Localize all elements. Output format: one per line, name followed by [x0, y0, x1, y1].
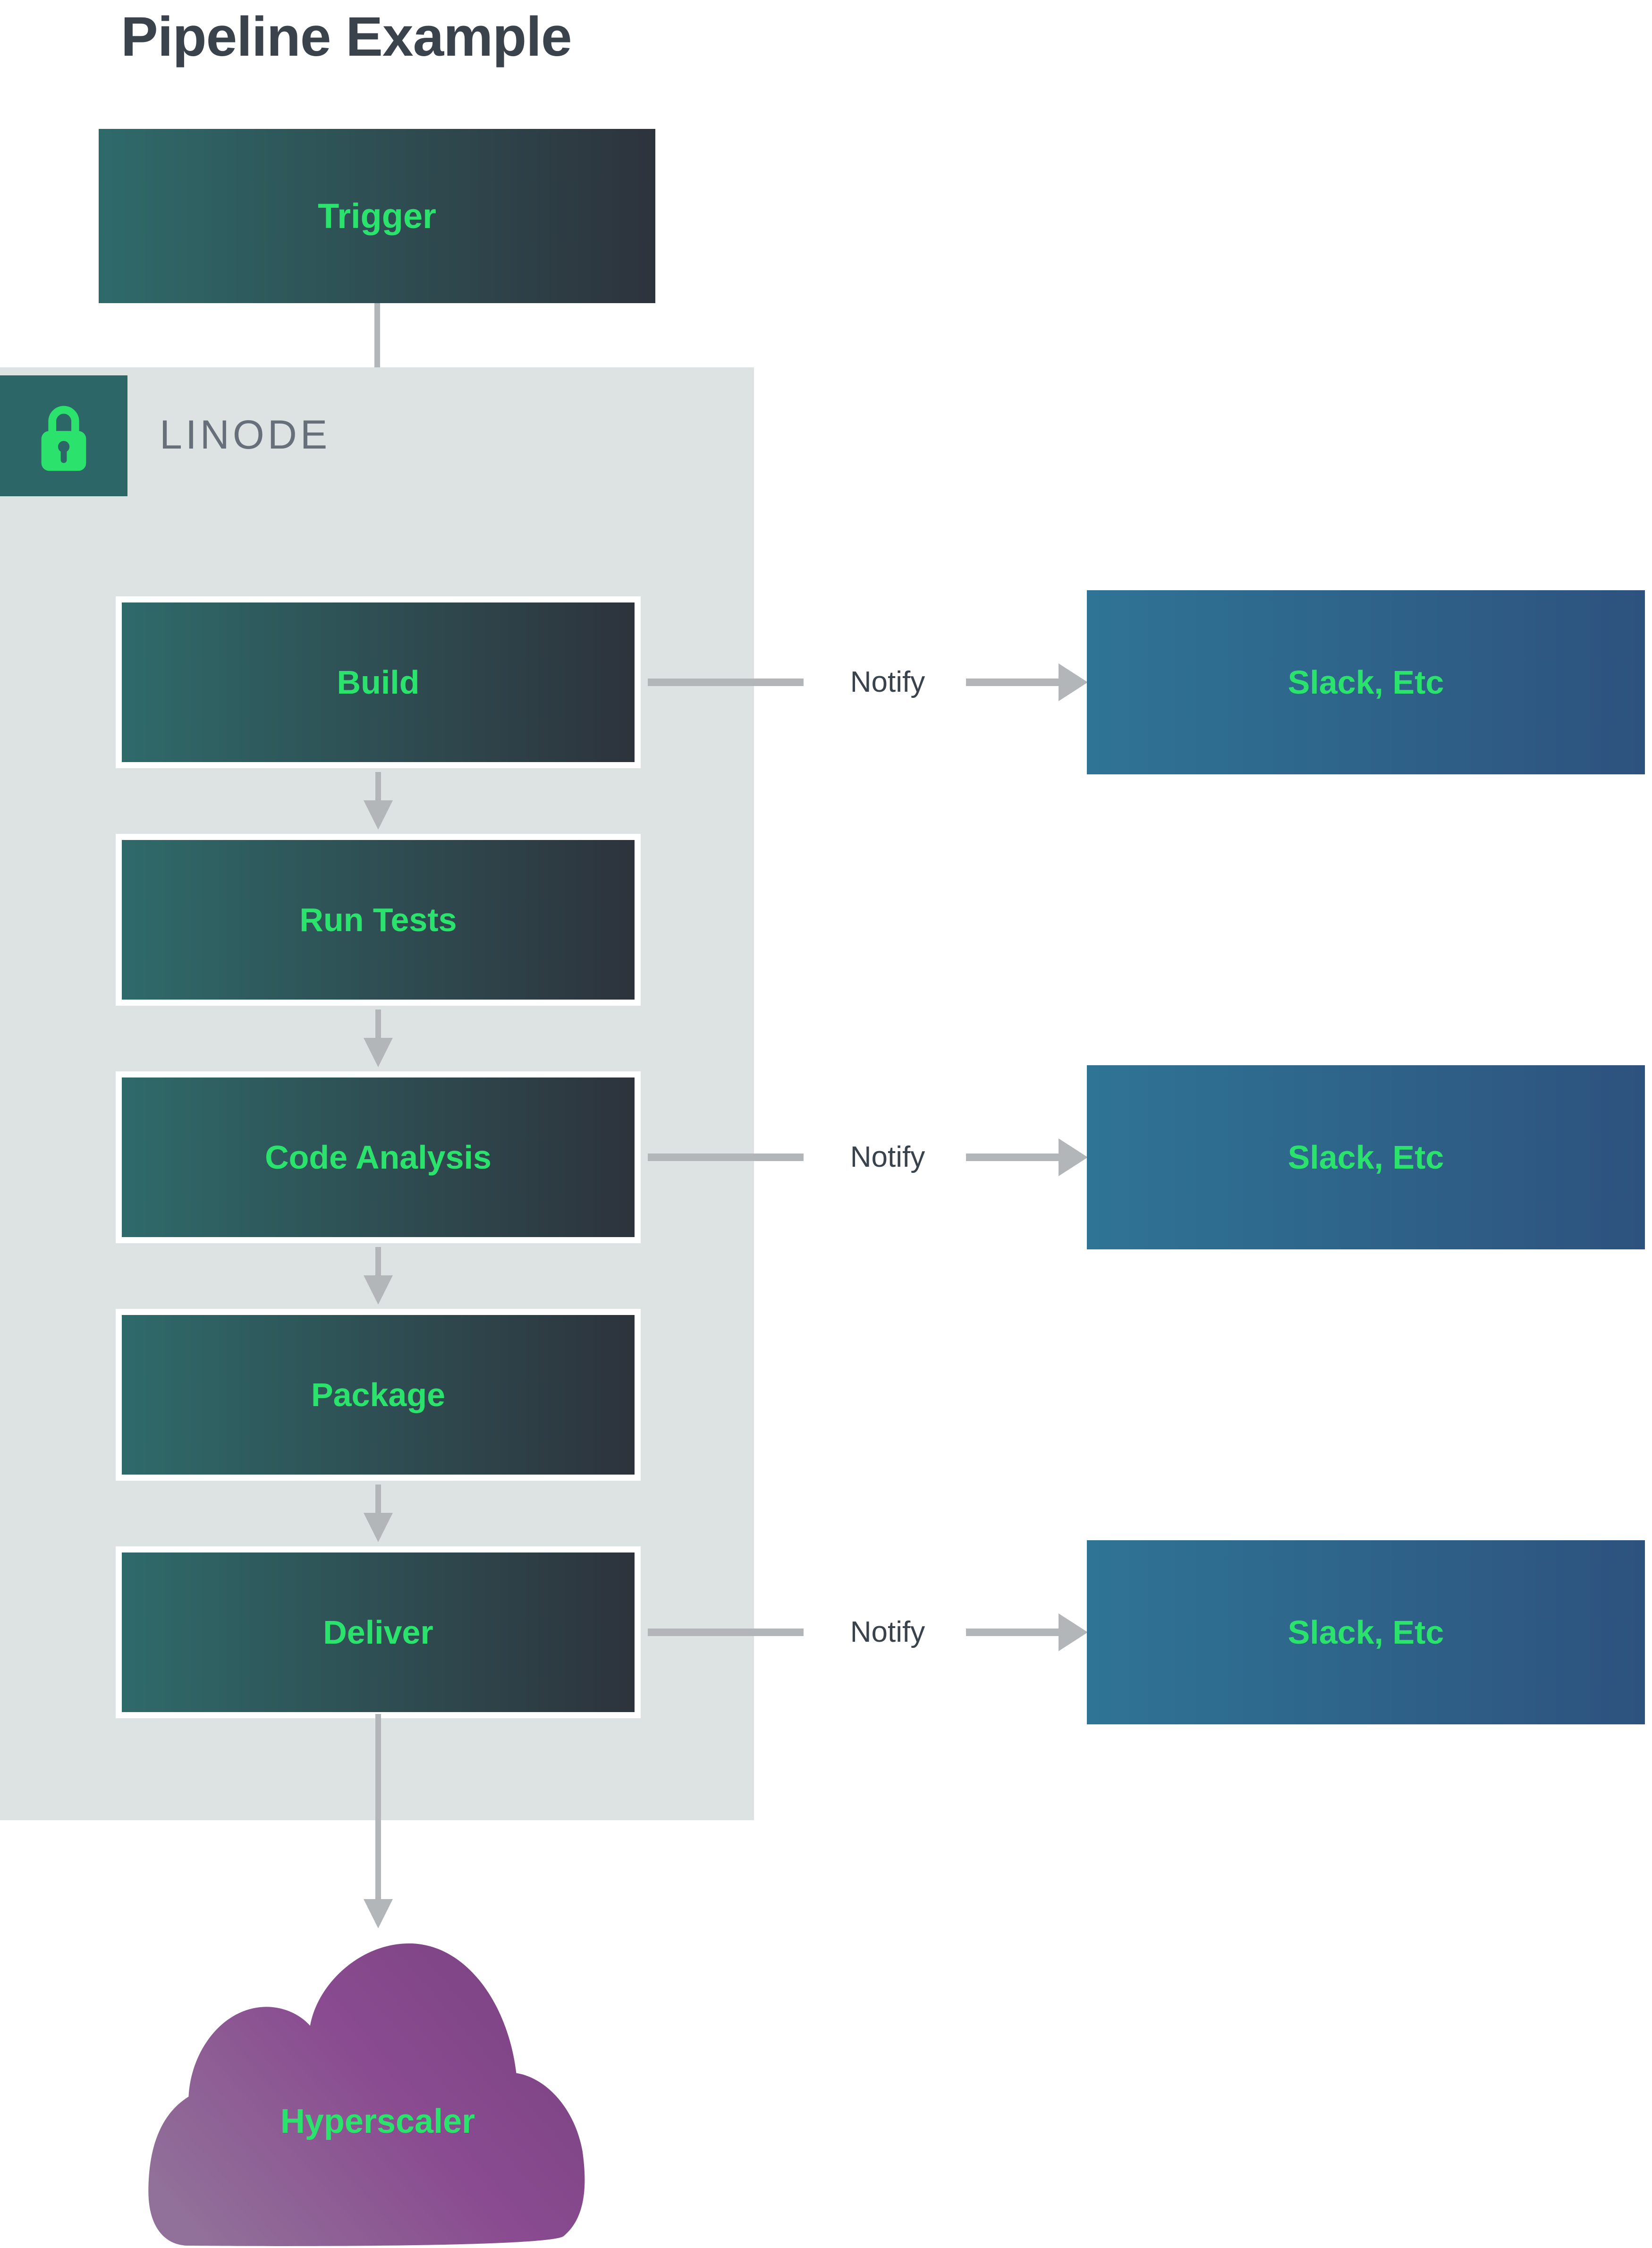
notify-label: Notify [850, 1141, 925, 1173]
notify-label: Notify [850, 1616, 925, 1648]
page-title: Pipeline Example [121, 6, 572, 68]
arrow-right-icon [1059, 1138, 1088, 1176]
notify-line [648, 679, 804, 686]
hyperscaler-label: Hyperscaler [280, 2103, 475, 2140]
arrow-deliver-to-cloud [375, 1714, 381, 1899]
notify-arrow-line [966, 679, 1059, 686]
arrow-right-icon [1059, 663, 1088, 701]
stage-label: Package [311, 1376, 446, 1413]
slack-label: Slack, Etc [1288, 664, 1444, 701]
cloud-shape [148, 1943, 585, 2246]
stage-run-tests[interactable]: Run Tests [116, 834, 641, 1006]
hyperscaler-cloud[interactable] [142, 1936, 595, 2248]
stage-package[interactable]: Package [116, 1309, 641, 1481]
stage-inner: Deliver [122, 1552, 635, 1712]
slack-label: Slack, Etc [1288, 1614, 1444, 1651]
arrow-stage-connector [375, 1485, 381, 1513]
stage-label: Run Tests [299, 901, 457, 938]
lock-icon [41, 406, 86, 471]
arrow-stage-connector [375, 772, 381, 800]
slack-label: Slack, Etc [1288, 1139, 1444, 1176]
stage-label: Code Analysis [265, 1139, 491, 1176]
stage-build[interactable]: Build [116, 596, 641, 768]
arrow-down-icon [364, 1038, 393, 1067]
arrow-right-icon [1059, 1613, 1088, 1651]
linode-label: LINODE [160, 412, 331, 458]
stage-inner: Code Analysis [122, 1077, 635, 1237]
stage-label: Deliver [323, 1614, 433, 1651]
lock-badge [0, 375, 127, 496]
slack-node[interactable]: Slack, Etc [1087, 1065, 1645, 1249]
arrow-down-icon [364, 1899, 393, 1928]
arrow-stage-connector [375, 1247, 381, 1275]
notify-line [648, 1154, 804, 1161]
notify-line [648, 1629, 804, 1636]
arrow-down-icon [364, 800, 393, 830]
arrow-down-icon [364, 1513, 393, 1542]
stage-label: Build [337, 664, 420, 701]
trigger-node[interactable]: Trigger [99, 129, 655, 303]
stage-inner: Build [122, 602, 635, 762]
arrow-down-icon [364, 1275, 393, 1305]
trigger-label: Trigger [318, 196, 436, 236]
stage-deliver[interactable]: Deliver [116, 1546, 641, 1718]
notify-arrow-line [966, 1629, 1059, 1636]
stage-code-analysis[interactable]: Code Analysis [116, 1071, 641, 1243]
stage-inner: Package [122, 1315, 635, 1475]
stage-inner: Run Tests [122, 840, 635, 1000]
slack-node[interactable]: Slack, Etc [1087, 1540, 1645, 1724]
slack-node[interactable]: Slack, Etc [1087, 590, 1645, 774]
notify-arrow-line [966, 1154, 1059, 1161]
notify-label: Notify [850, 666, 925, 698]
arrow-stage-connector [375, 1009, 381, 1038]
